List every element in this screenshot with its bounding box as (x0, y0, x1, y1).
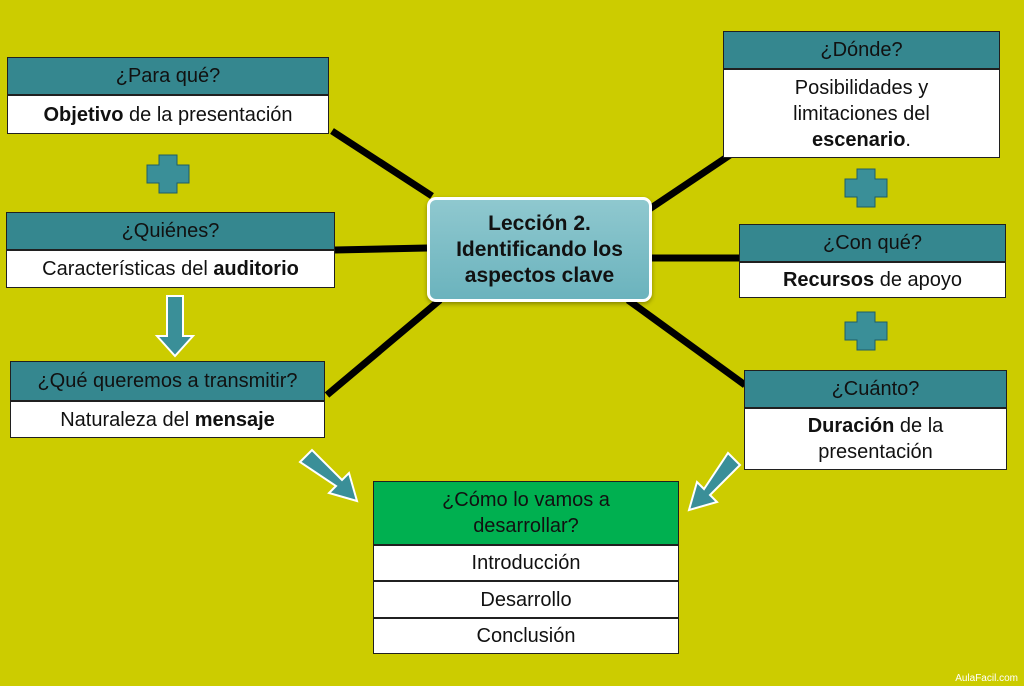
node-text: Introducción (471, 552, 581, 574)
node-text: Duración de la (807, 415, 944, 437)
node-text: presentación (818, 441, 933, 463)
plus-icon (844, 168, 888, 208)
center-line: Lección 2. (488, 211, 591, 235)
node-body-cuanto: Duración de la presentación (744, 408, 1007, 470)
connector-line (625, 297, 748, 388)
node-body-donde: Posibilidades y limitaciones del escenar… (723, 69, 1000, 158)
node-header-que-transmitir: ¿Qué queremos a transmitir? (10, 361, 325, 401)
node-text: Conclusión (476, 625, 576, 647)
node-text: Recursos de apoyo (782, 269, 962, 291)
node-text: Características del auditorio (42, 258, 299, 280)
center-line: Identificando los (456, 237, 623, 261)
node-header-para-que: ¿Para qué? (7, 57, 329, 95)
plus-icon (146, 154, 190, 194)
node-header-como: ¿Cómo lo vamos a desarrollar? (373, 481, 679, 545)
node-text: desarrollar? (473, 515, 579, 537)
credit-watermark: AulaFacil.com (955, 673, 1018, 684)
node-text: Naturaleza del mensaje (60, 408, 275, 431)
arrow-diagonal-icon (687, 451, 742, 512)
node-body-que-transmitir: Naturaleza del mensaje (10, 401, 325, 438)
arrow-diagonal-icon (298, 448, 359, 503)
node-row-introduccion: Introducción (373, 545, 679, 581)
arrow-down-icon (154, 295, 196, 358)
node-body-con-que: Recursos de apoyo (739, 262, 1006, 298)
center-topic: Lección 2. Identificando los aspectos cl… (427, 197, 652, 302)
node-text: Objetivo de la presentación (43, 103, 293, 126)
connector-line (324, 297, 443, 398)
node-text: limitaciones del (793, 102, 930, 125)
plus-icon (844, 311, 888, 351)
center-line: aspectos clave (464, 263, 615, 287)
node-text: ¿Cómo lo vamos a (442, 489, 610, 511)
node-text: escenario. (812, 128, 911, 151)
node-header-quienes: ¿Quiénes? (6, 212, 335, 250)
node-text: Desarrollo (480, 588, 572, 611)
node-row-conclusion: Conclusión (373, 618, 679, 654)
node-header-donde: ¿Dónde? (723, 31, 1000, 69)
node-body-para-que: Objetivo de la presentación (7, 95, 329, 134)
connector-line (646, 152, 732, 213)
connector-line (330, 128, 434, 199)
node-row-desarrollo: Desarrollo (373, 581, 679, 618)
node-text: Posibilidades y (794, 76, 929, 99)
connector-line (334, 244, 428, 254)
node-body-quienes: Características del auditorio (6, 250, 335, 288)
node-header-cuanto: ¿Cuánto? (744, 370, 1007, 408)
node-header-con-que: ¿Con qué? (739, 224, 1006, 262)
